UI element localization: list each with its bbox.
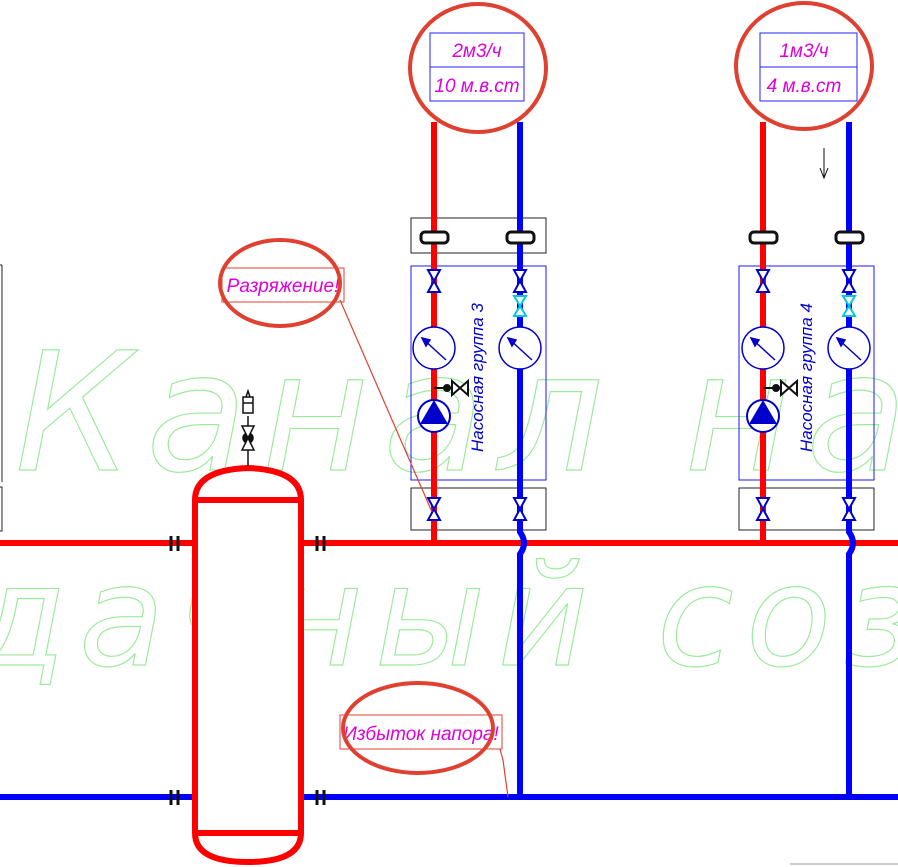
group4-frame [738, 265, 875, 481]
group4-bottom-manifold [738, 487, 875, 531]
group4-valve-icons [755, 269, 857, 521]
group4-check-valve-icon [841, 295, 857, 317]
pump-group-4: Насосная группа 4 1м3/ч 4 м.в.ст [734, 1, 875, 797]
group3-highlight-ellipse [408, 2, 548, 134]
left-partial-box [0, 264, 3, 532]
watermark-line-2: дачный созо [0, 536, 898, 699]
annotation-vacuum-ellipse [218, 238, 342, 328]
group3-valve-icons [426, 269, 528, 521]
group3-flow: 2м3/ч [451, 41, 501, 62]
group3-parameter-tag: 2м3/ч 10 м.в.ст [408, 2, 548, 134]
group3-title: Насосная группа 3 [468, 303, 487, 452]
annotation-vacuum: Разряжение! [218, 238, 433, 513]
group3-check-valve-icon [512, 295, 528, 317]
pump-group-3: Насосная группа 3 2м3/ч 10 м.в.ст [408, 2, 548, 797]
group4-gauge-icons [741, 326, 871, 370]
group3-bottom-manifold [410, 487, 547, 531]
group3-pump-icon [417, 399, 451, 433]
annotation-overpressure-leader [499, 748, 509, 798]
annotation-vacuum-leader [339, 299, 433, 513]
group4-bypass-valve-icon [763, 378, 798, 398]
annotation-overpressure-ellipse [341, 681, 495, 775]
group3-coupling-icons [419, 230, 536, 245]
group3-head: 10 м.в.ст [434, 76, 519, 97]
group3-frame [410, 265, 547, 481]
annotation-overpressure-text: Избыток напора! [343, 724, 499, 745]
group4-parameter-tag: 1м3/ч 4 м.в.ст [734, 1, 874, 131]
hydraulic-separator [169, 388, 326, 866]
group3-gauge-icons [412, 326, 542, 370]
group3-bypass-valve-icon [434, 378, 469, 398]
air-vent-icon [240, 388, 256, 466]
annotation-vacuum-text: Разряжение! [227, 276, 340, 297]
group3-top-manifold [410, 217, 547, 254]
group4-return-riser [846, 122, 856, 797]
group4-highlight-ellipse [734, 1, 874, 131]
group4-head: 4 м.в.ст [767, 76, 842, 97]
arrow-down-icon [819, 148, 829, 180]
group4-flow: 1м3/ч [779, 41, 828, 62]
group4-coupling-icons [748, 230, 865, 245]
group4-pump-icon [746, 399, 780, 433]
group4-title: Насосная группа 4 [797, 303, 816, 452]
annotation-overpressure: Избыток напора! [339, 681, 509, 798]
group3-return-riser [517, 122, 527, 797]
